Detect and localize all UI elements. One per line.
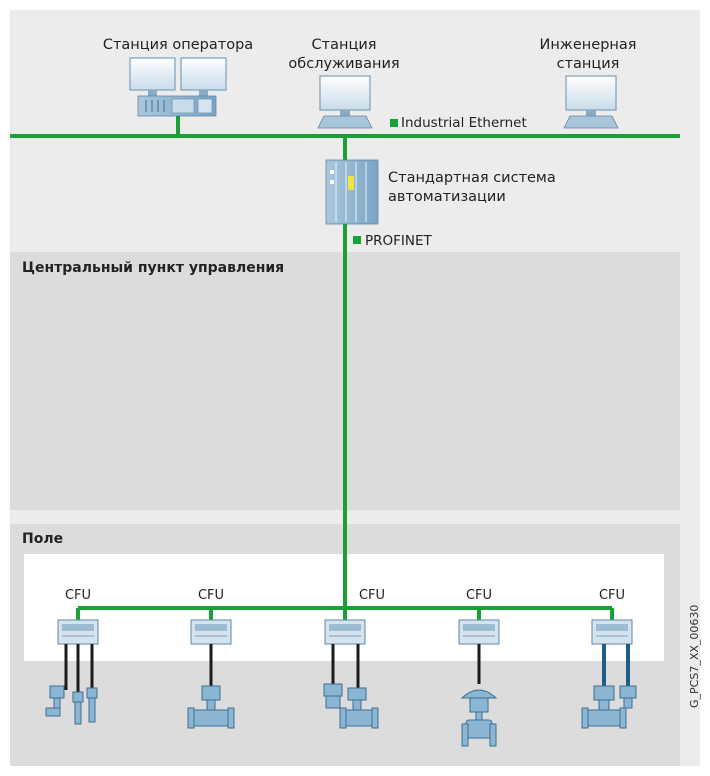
operator-station-label: Станция оператора <box>103 37 253 53</box>
cfu-module-icon <box>190 619 232 645</box>
cfu-label: CFU <box>198 588 224 603</box>
operator-station-icon <box>129 57 227 117</box>
cfu-module-icon <box>324 619 366 645</box>
industrial-ethernet-label: Industrial Ethernet <box>401 115 527 131</box>
cfu-label: CFU <box>65 588 91 603</box>
maintenance-station-label-1: Станция <box>312 37 377 53</box>
field-title: Поле <box>22 531 63 547</box>
engineering-station-icon <box>563 75 619 129</box>
profinet-bus <box>76 224 614 620</box>
field-device-icon <box>460 689 498 747</box>
cfu-module-icon <box>57 619 99 645</box>
image-code: G_PCS7_XX_00630 <box>688 605 701 708</box>
profinet-marker <box>353 236 361 244</box>
control-room-title: Центральный пункт управления <box>22 260 284 276</box>
engineering-station-label-1: Инженерная <box>539 37 636 53</box>
engineering-station-label-2: станция <box>557 56 620 72</box>
field-wiring-blue <box>602 644 630 690</box>
cfu-label: CFU <box>599 588 625 603</box>
maintenance-station-label-2: обслуживания <box>288 56 399 72</box>
profinet-label: PROFINET <box>365 233 433 249</box>
automation-label-2: автоматизации <box>388 189 506 205</box>
cfu-label: CFU <box>359 588 385 603</box>
cfu-module-icon <box>458 619 500 645</box>
cfu-module-icon <box>591 619 633 645</box>
automation-system-icon <box>325 159 379 225</box>
maintenance-station-icon <box>317 75 373 129</box>
cfu-label: CFU <box>466 588 492 603</box>
field-device-icon <box>581 685 637 729</box>
automation-label-1: Стандартная система <box>388 170 556 186</box>
field-wiring <box>64 644 481 694</box>
field-device-icon <box>323 683 379 729</box>
field-device-icon <box>45 685 98 725</box>
industrial-ethernet-marker <box>390 119 398 127</box>
field-device-icon <box>187 685 235 729</box>
